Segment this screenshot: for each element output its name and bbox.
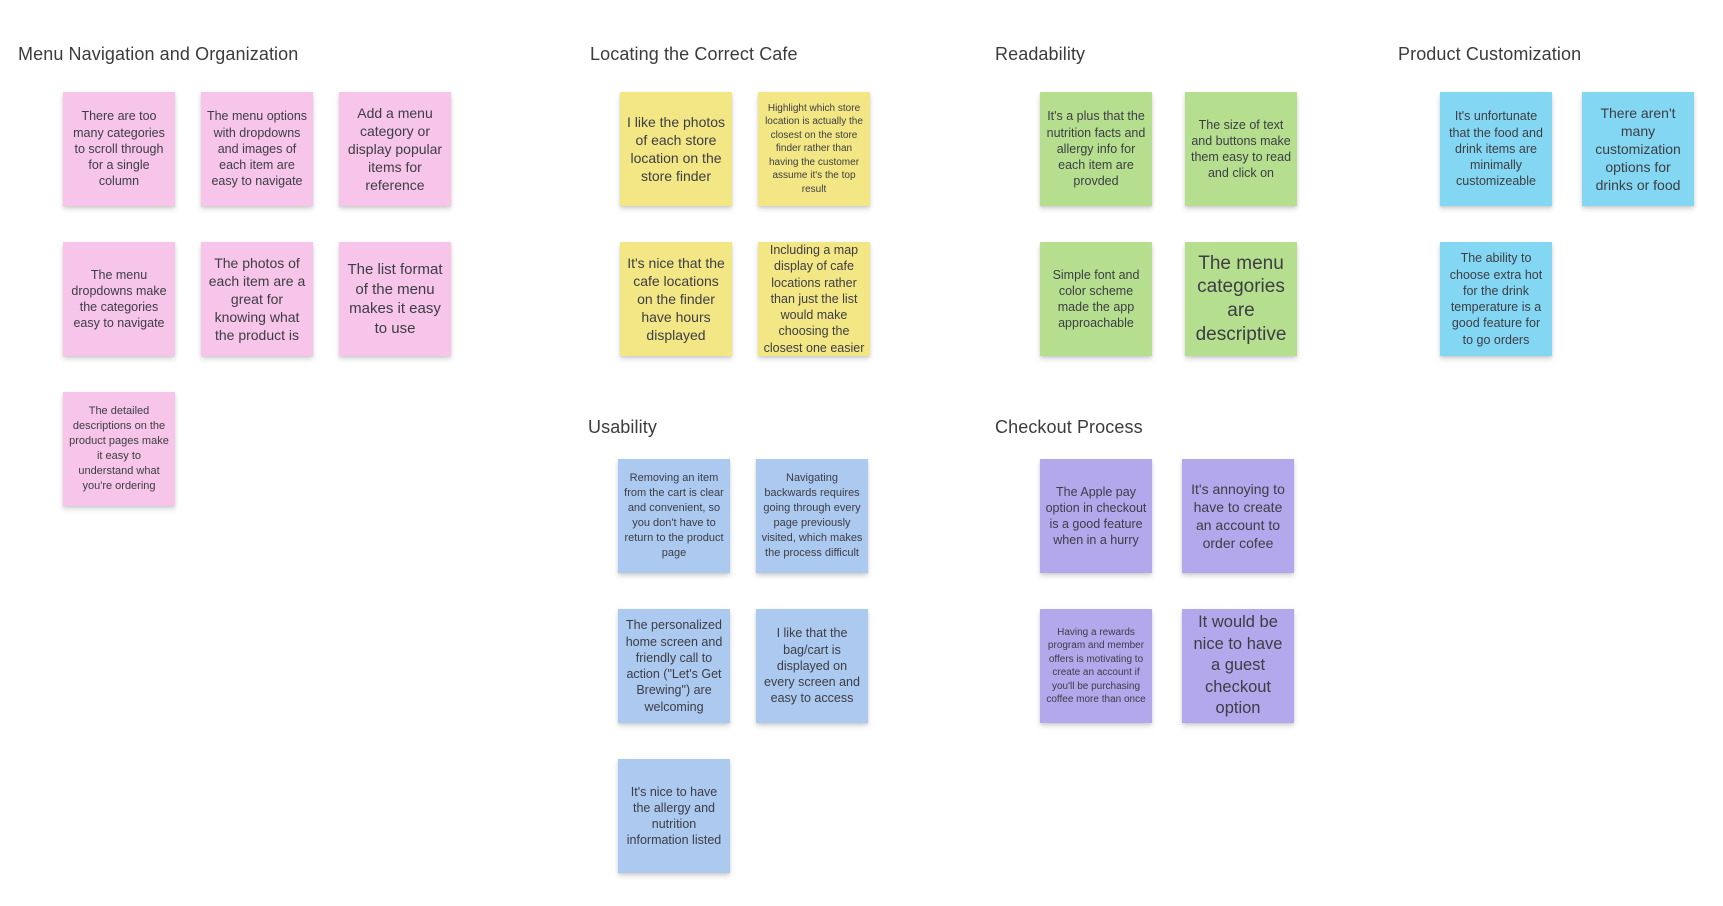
sticky-note[interactable]: Add a menu category or display popular i… [339,92,451,206]
note-text: The detailed descriptions on the product… [69,405,169,492]
sticky-note[interactable]: I like the photos of each store location… [620,92,732,206]
note-text: Add a menu category or display popular i… [347,104,443,194]
sticky-note[interactable]: The personalized home screen and friendl… [618,609,730,723]
note-text: It's unfortunate that the food and drink… [1449,109,1543,189]
sticky-note[interactable]: The menu categories are descriptive [1185,242,1297,356]
notes-grid-product-customization: It's unfortunate that the food and drink… [1440,92,1694,356]
notes-grid-checkout-process: The Apple pay option in checkout is a go… [1040,459,1294,723]
sticky-note[interactable]: The photos of each item are a great for … [201,242,313,356]
note-text: It's nice to have the allergy and nutrit… [626,784,722,848]
note-text: The size of text and buttons make them e… [1190,117,1292,181]
sticky-note[interactable]: There are too many categories to scroll … [63,92,175,206]
section-title-readability[interactable]: Readability [995,44,1086,64]
note-text: It would be nice to have a guest checkou… [1193,613,1283,718]
sticky-note[interactable]: I like that the bag/cart is displayed on… [756,609,868,723]
sticky-note[interactable]: Having a rewards program and member offe… [1040,609,1152,723]
sticky-note[interactable]: It's nice that the cafe locations on the… [620,242,732,356]
note-text: There are too many categories to scroll … [73,109,165,189]
sticky-note[interactable]: It would be nice to have a guest checkou… [1182,609,1294,723]
section-title-product-customization[interactable]: Product Customization [1398,44,1582,64]
notes-grid-locating-cafe: I like the photos of each store location… [620,92,870,356]
sticky-note[interactable]: The Apple pay option in checkout is a go… [1040,459,1152,573]
note-text: The menu options with dropdowns and imag… [206,109,308,189]
note-text: The menu dropdowns make the categories e… [71,267,167,331]
note-text: The ability to choose extra hot for the … [1449,251,1543,347]
notes-grid-menu-navigation: There are too many categories to scroll … [63,92,451,506]
sticky-note[interactable]: It's unfortunate that the food and drink… [1440,92,1552,206]
note-text: Simple font and color scheme made the ap… [1052,267,1140,331]
notes-grid-usability: Removing an item from the cart is clear … [618,459,868,873]
note-text: The menu categories are descriptive [1195,252,1287,345]
note-text: It's nice that the cafe locations on the… [627,254,725,344]
sticky-note[interactable]: Simple font and color scheme made the ap… [1040,242,1152,356]
sticky-note[interactable]: The ability to choose extra hot for the … [1440,242,1552,356]
note-text: Including a map display of cafe location… [763,243,865,355]
note-text: It's a plus that the nutrition facts and… [1046,109,1146,189]
sticky-note[interactable]: There aren't many customization options … [1582,92,1694,206]
section-title-checkout-process[interactable]: Checkout Process [995,417,1143,437]
sticky-note[interactable]: The menu options with dropdowns and imag… [201,92,313,206]
sticky-note[interactable]: Including a map display of cafe location… [758,242,870,356]
note-text: Highlight which store location is actual… [765,102,863,195]
sticky-note[interactable]: The menu dropdowns make the categories e… [63,242,175,356]
section-checkout-process: Checkout Process The Apple pay option in… [995,417,1294,723]
note-text: There aren't many customization options … [1595,104,1681,194]
note-text: I like the photos of each store location… [626,113,726,185]
sticky-note[interactable]: The size of text and buttons make them e… [1185,92,1297,206]
sticky-note[interactable]: It's a plus that the nutrition facts and… [1040,92,1152,206]
section-locating-cafe: Locating the Correct Cafe I like the pho… [590,44,870,356]
note-text: Having a rewards program and member offe… [1046,626,1146,706]
notes-grid-readability: It's a plus that the nutrition facts and… [1040,92,1297,356]
section-title-usability[interactable]: Usability [588,417,657,437]
note-text: The list format of the menu makes it eas… [347,261,443,337]
note-text: The personalized home screen and friendl… [625,618,723,714]
section-title-locating-cafe[interactable]: Locating the Correct Cafe [590,44,798,64]
sticky-note[interactable]: Removing an item from the cart is clear … [618,459,730,573]
section-product-customization: Product Customization It's unfortunate t… [1398,44,1694,356]
sticky-note[interactable]: Navigating backwards requires going thro… [756,459,868,573]
sticky-note[interactable]: Highlight which store location is actual… [758,92,870,206]
note-text: The Apple pay option in checkout is a go… [1045,484,1147,548]
section-usability: Usability Removing an item from the cart… [588,417,868,873]
note-text: Navigating backwards requires going thro… [761,472,863,559]
sticky-note[interactable]: It's nice to have the allergy and nutrit… [618,759,730,873]
section-menu-navigation: Menu Navigation and Organization There a… [18,44,451,506]
note-text: The photos of each item are a great for … [208,254,306,344]
sticky-note[interactable]: The list format of the menu makes it eas… [339,242,451,356]
note-text: I like that the bag/cart is displayed on… [764,626,860,706]
note-text: It's annoying to have to create an accou… [1191,480,1285,552]
sticky-note[interactable]: It's annoying to have to create an accou… [1182,459,1294,573]
sticky-note[interactable]: The detailed descriptions on the product… [63,392,175,506]
section-title-menu-navigation[interactable]: Menu Navigation and Organization [18,44,299,64]
section-readability: Readability It's a plus that the nutriti… [995,44,1297,356]
note-text: Removing an item from the cart is clear … [624,472,724,559]
